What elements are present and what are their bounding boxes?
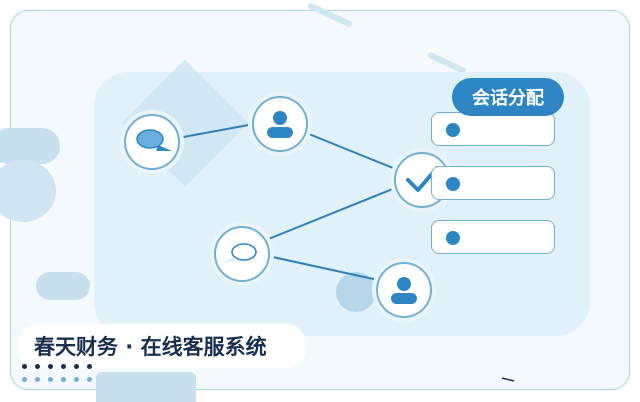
- chat-bubble-icon: [222, 243, 257, 263]
- link-chat-to-agent: [177, 123, 255, 139]
- chat-node-bottom[interactable]: [214, 226, 270, 282]
- check-icon: [406, 166, 439, 192]
- link-chat-to-hub: [265, 185, 401, 241]
- decor-tab: [96, 372, 196, 402]
- user-icon: [391, 277, 417, 304]
- agent-node-top[interactable]: [252, 96, 308, 152]
- session-allocation-label: 会话分配: [452, 78, 564, 116]
- status-dot: [446, 231, 460, 245]
- status-dot: [446, 177, 460, 191]
- assignment-slot[interactable]: [431, 220, 555, 254]
- link-agent-to-hub: [303, 131, 399, 171]
- status-dot: [446, 123, 460, 137]
- chat-node-top[interactable]: [124, 114, 180, 170]
- decor-circle: [0, 160, 56, 222]
- decor-dots: [22, 364, 112, 388]
- link-chat-to-agent-bottom: [267, 255, 379, 281]
- page-title: 春天财务 · 在线客服系统: [18, 324, 306, 368]
- decor-pill: [0, 128, 60, 164]
- decor-pill: [36, 272, 90, 300]
- user-icon: [267, 111, 293, 138]
- assignment-slot[interactable]: [431, 112, 555, 146]
- chat-bubble-icon: [136, 129, 172, 151]
- agent-node-bottom[interactable]: [376, 262, 432, 318]
- assignment-slot[interactable]: [431, 166, 555, 200]
